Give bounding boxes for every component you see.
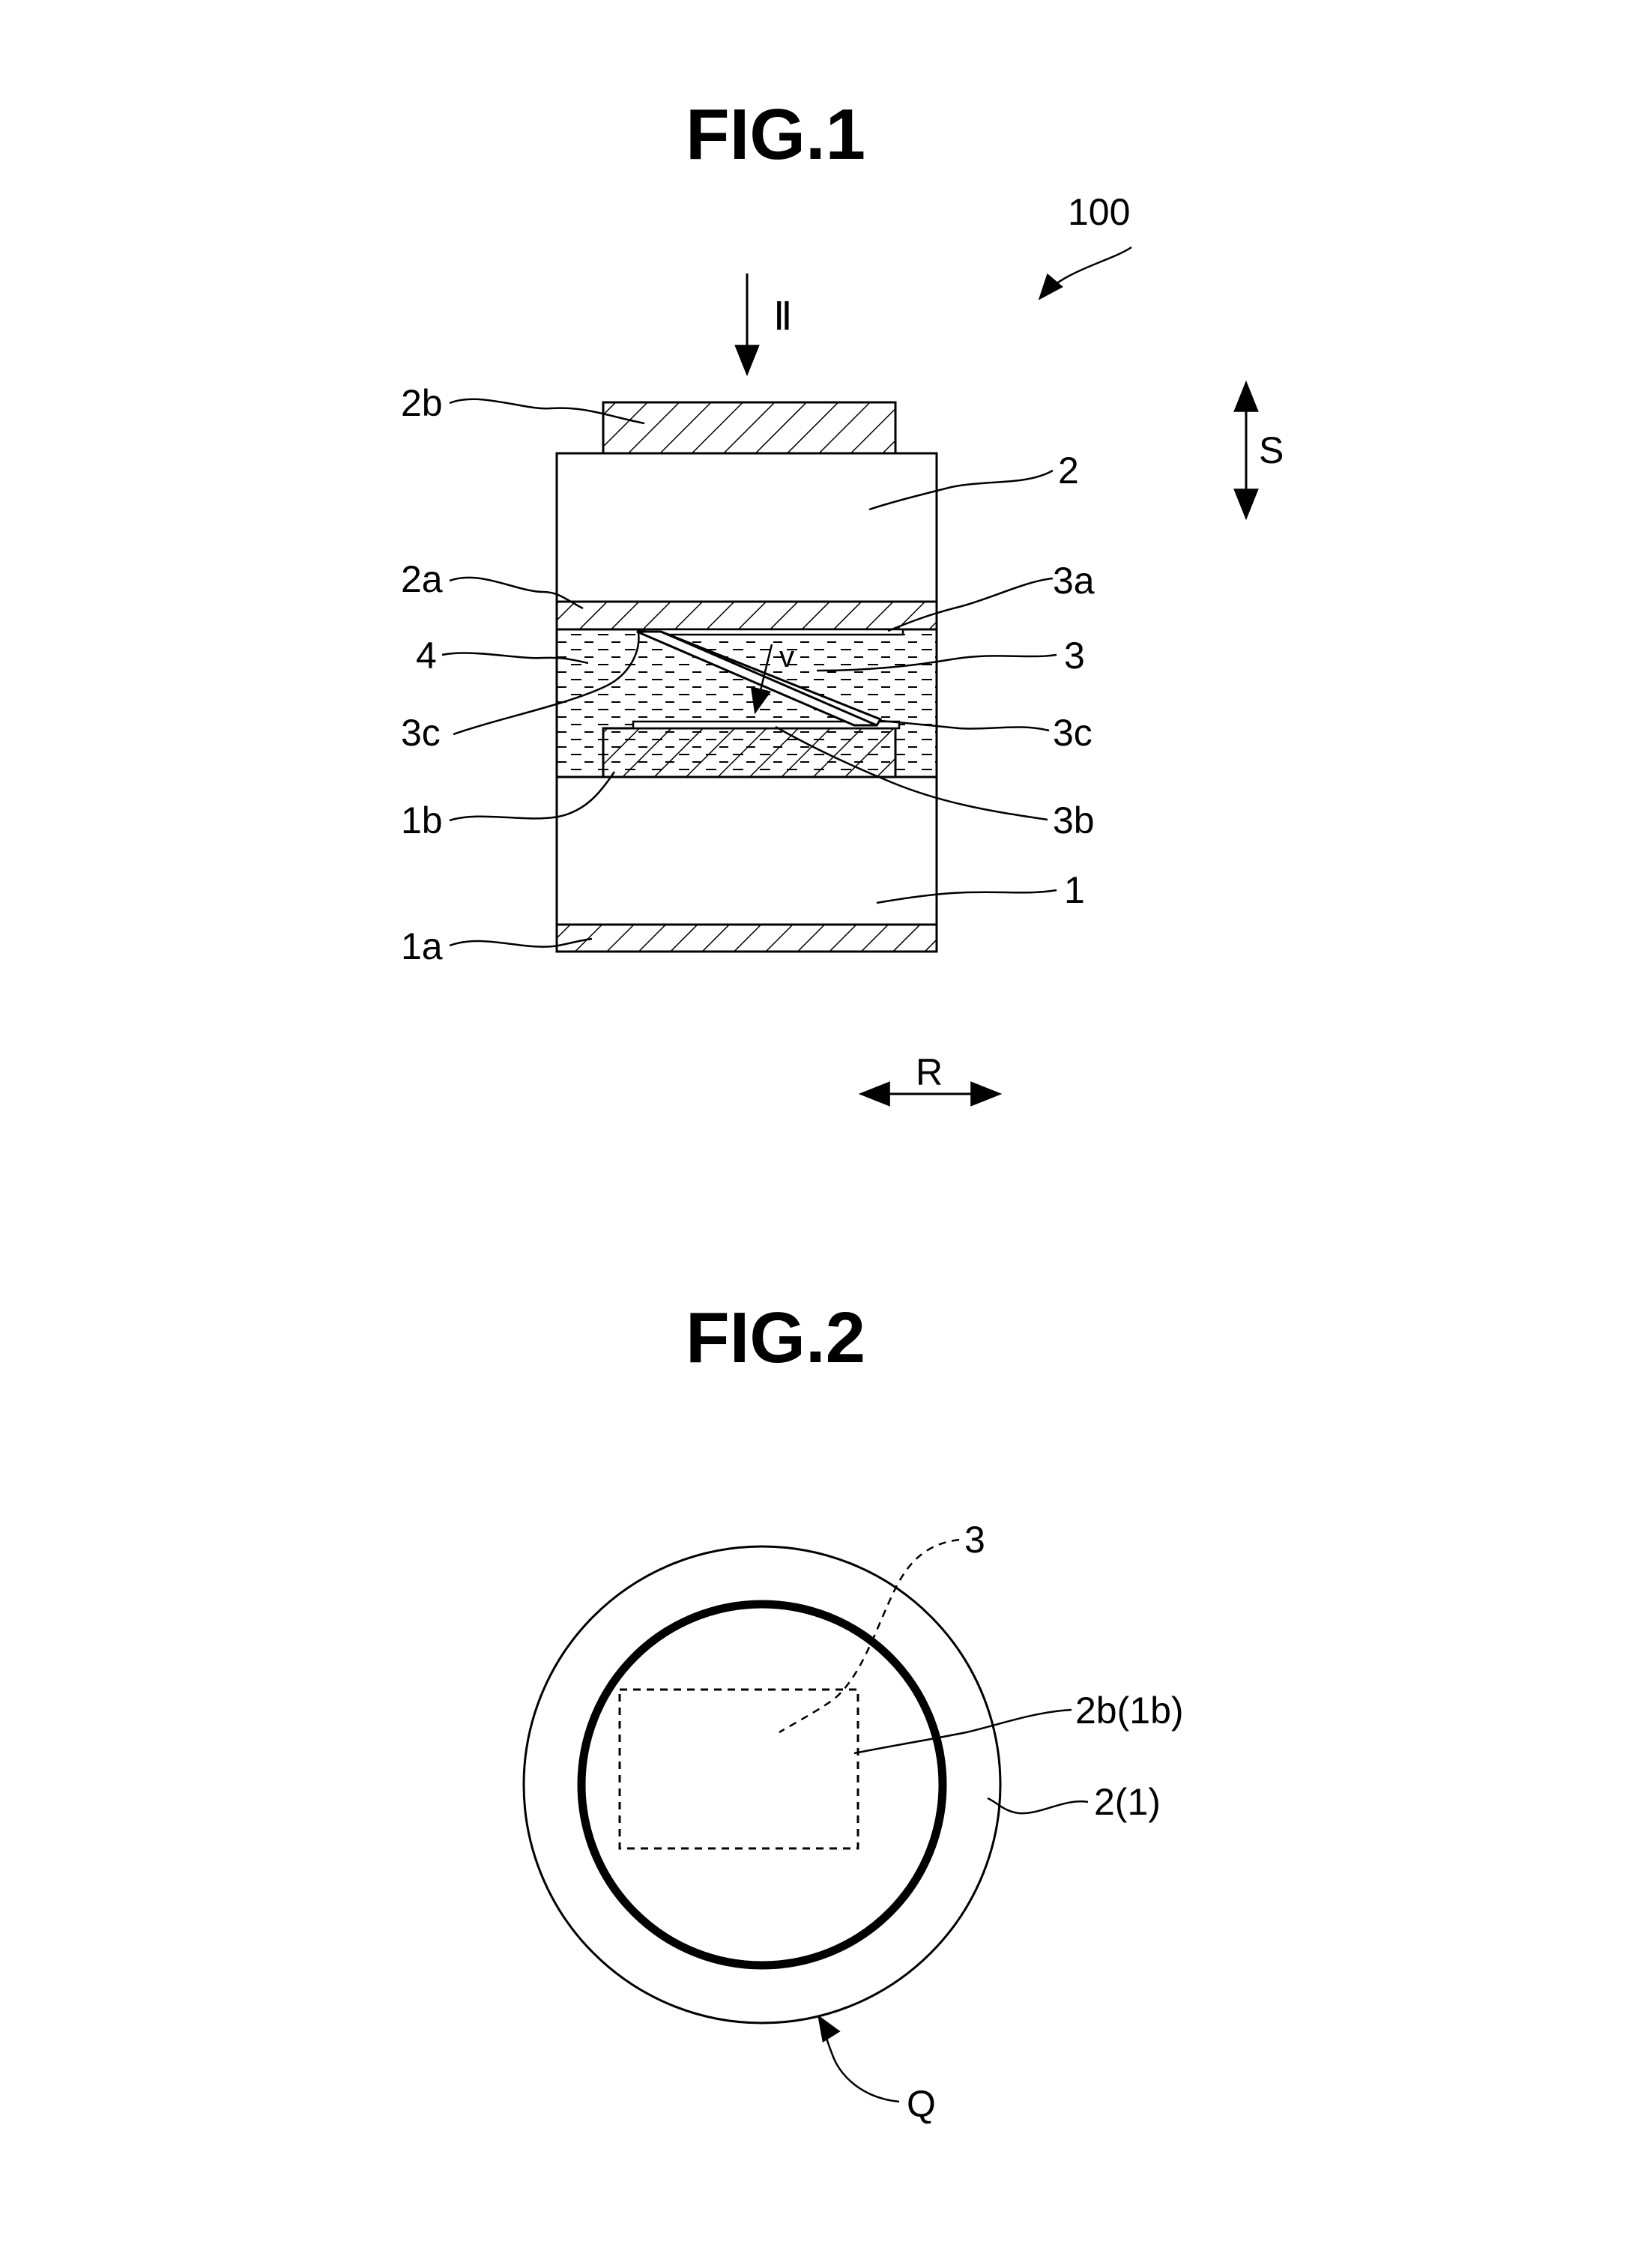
leader-2b-1b [854, 1710, 1072, 1753]
dimension-v-label: v [779, 641, 794, 674]
label-3c-right: 3c [1053, 712, 1092, 754]
label-3: 3 [1064, 635, 1085, 677]
label-2a: 2a [401, 558, 443, 600]
device-reference-label: 100 [1068, 191, 1130, 233]
figure-1-title: FIG.1 [686, 94, 865, 175]
figure-2: FIG.2 3 2b(1b) 2(1) Q [524, 1298, 1184, 2125]
label-2b: 2b [401, 382, 443, 424]
electrode-outline-2b-1b [620, 1690, 858, 1848]
leader-2-1 [988, 1798, 1088, 1813]
direction-r-label: R [916, 1051, 943, 1093]
leader-q [819, 2017, 899, 2102]
label-1: 1 [1064, 869, 1085, 911]
label-3c-left: 3c [401, 712, 441, 754]
figure-1: FIG.1 100 Ⅱ S R v 2 [401, 94, 1284, 1094]
label-1a: 1a [401, 925, 443, 967]
upper-body-2 [557, 453, 937, 602]
layer-2a [557, 602, 937, 629]
lower-electrode-1b [603, 728, 895, 777]
element-3a-plate [644, 629, 903, 635]
label-2-1: 2(1) [1094, 1781, 1161, 1823]
label-4: 4 [416, 635, 437, 677]
label-3-hidden: 3 [964, 1519, 985, 1561]
layer-1a [557, 925, 937, 952]
label-2: 2 [1058, 450, 1079, 492]
label-q: Q [907, 2083, 936, 2125]
top-electrode-2b [603, 402, 895, 453]
label-3a: 3a [1053, 560, 1095, 602]
label-2b-1b: 2b(1b) [1075, 1690, 1184, 1732]
device-reference-leader [1040, 247, 1131, 298]
label-3b: 3b [1053, 799, 1095, 841]
outer-circle-2 [524, 1546, 1000, 2023]
figure-2-title: FIG.2 [686, 1298, 865, 1378]
view-direction-label: Ⅱ [773, 296, 793, 339]
label-1b: 1b [401, 799, 443, 841]
seal-ring [581, 1604, 943, 1965]
direction-s-label: S [1259, 429, 1284, 471]
